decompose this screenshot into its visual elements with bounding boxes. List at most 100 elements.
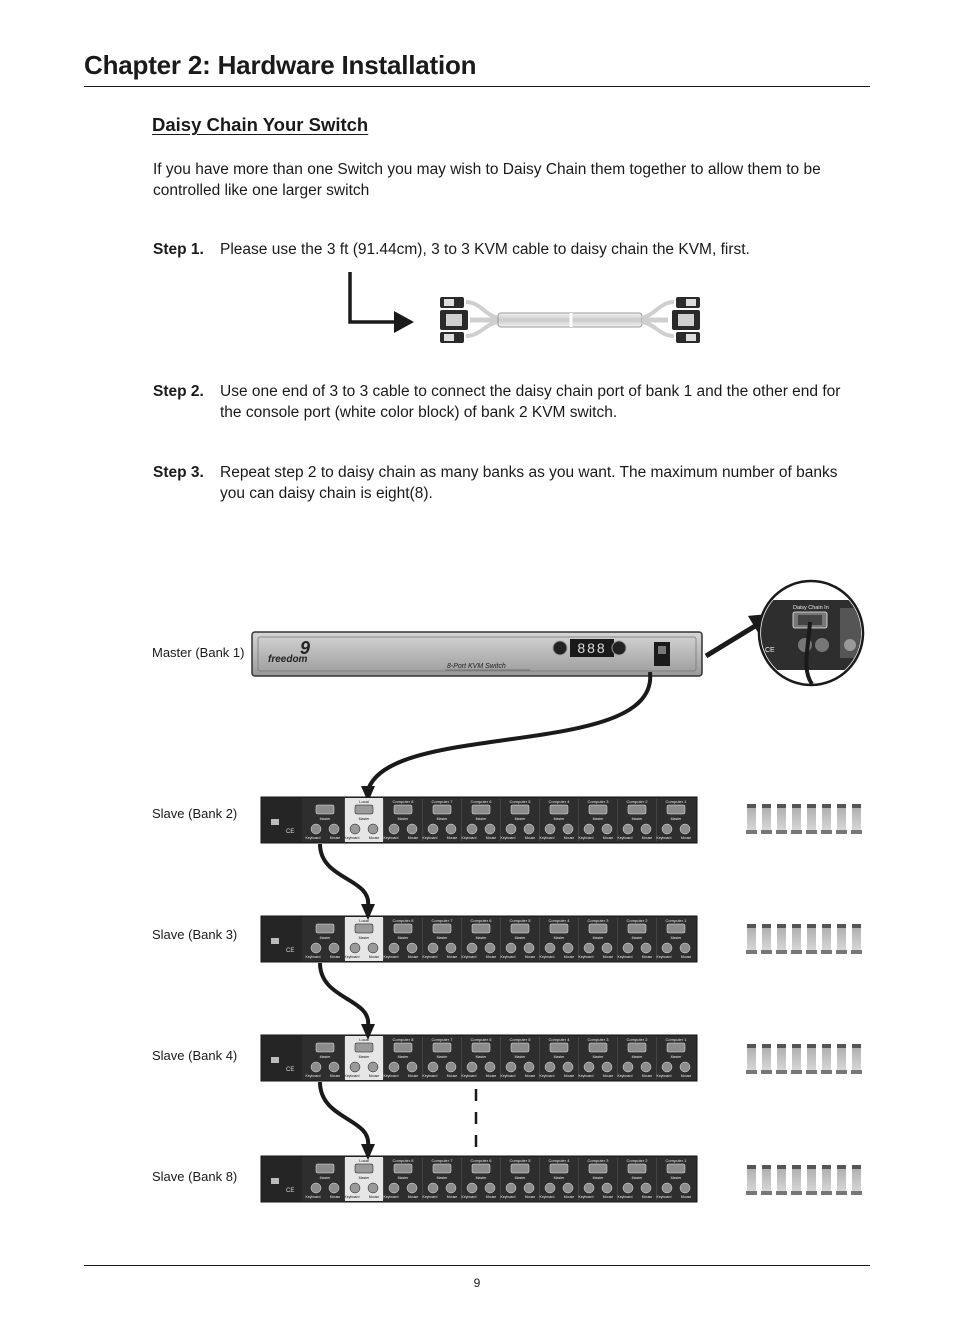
keyboard-port-label: Keyboard xyxy=(423,955,438,959)
ps2-port-icon xyxy=(484,1061,496,1073)
vga-port-icon xyxy=(315,804,335,815)
ps2-port-icon xyxy=(466,1061,478,1073)
mouse-port-label: Mouse xyxy=(408,955,419,959)
master-port-label: Master xyxy=(437,817,449,821)
vga-port-icon xyxy=(627,804,647,815)
port-group-label: Computer 2 xyxy=(627,799,649,804)
ps2-port-icon xyxy=(310,1061,322,1073)
mouse-port-label: Mouse xyxy=(603,1195,614,1199)
ps2-port-icon xyxy=(427,1061,439,1073)
master-port-label: Master xyxy=(437,1055,449,1059)
rack-foot-icon xyxy=(747,804,756,834)
power-jack-icon xyxy=(271,1057,279,1063)
mouse-port-label: Mouse xyxy=(408,1074,419,1078)
vga-port-icon xyxy=(354,804,374,815)
vga-port-icon xyxy=(432,1042,452,1053)
vga-port-icon xyxy=(627,923,647,934)
master-port-label: Master xyxy=(671,817,683,821)
vga-port-icon xyxy=(588,1042,608,1053)
step-1-pointer-arrow xyxy=(348,272,414,333)
port-group-label: Computer 7 xyxy=(432,1037,454,1042)
port-group-label: Computer 8 xyxy=(393,1037,415,1042)
keyboard-port-label: Keyboard xyxy=(657,1195,672,1199)
port-group-label: Computer 3 xyxy=(588,799,610,804)
vga-port-icon xyxy=(588,923,608,934)
mouse-port-label: Mouse xyxy=(603,955,614,959)
select-button-icon xyxy=(611,640,627,656)
rack-foot-icon xyxy=(792,804,801,834)
port-group-label: Computer 6 xyxy=(471,918,493,923)
keyboard-port-label: Keyboard xyxy=(618,1074,633,1078)
port-group-label: Computer 2 xyxy=(627,1037,649,1042)
keyboard-port-label: Keyboard xyxy=(579,1195,594,1199)
rack-foot-icon xyxy=(777,1044,786,1074)
mouse-port-label: Mouse xyxy=(564,1195,575,1199)
ps2-port-icon xyxy=(562,823,574,835)
ps2-port-icon xyxy=(583,1061,595,1073)
master-port-label: Master xyxy=(398,1176,410,1180)
ps2-port-icon xyxy=(622,1061,634,1073)
mouse-port-label: Mouse xyxy=(447,955,458,959)
master-port-label: Master xyxy=(320,1176,332,1180)
rack-foot-icon xyxy=(837,1044,846,1074)
rack-foot-icon xyxy=(807,924,816,954)
rack-foot-icon xyxy=(747,1165,756,1195)
mouse-port-label: Mouse xyxy=(603,836,614,840)
master-port-label: Master xyxy=(359,936,371,940)
rack-foot-icon xyxy=(822,804,831,834)
rack-foot-icon xyxy=(852,924,861,954)
ps2-port-icon xyxy=(406,823,418,835)
mouse-port-label: Mouse xyxy=(447,1074,458,1078)
rack-foot-icon xyxy=(837,1165,846,1195)
rack-foot-icon xyxy=(762,924,771,954)
port-group-label: Computer 1 xyxy=(666,799,688,804)
port-group-label: Computer 1 xyxy=(666,1037,688,1042)
bank-label-slave-4: Slave (Bank 4) xyxy=(152,1048,238,1063)
rack-feet xyxy=(746,804,862,1195)
ce-mark-zoom: CE xyxy=(765,647,775,654)
keyboard-port-label: Keyboard xyxy=(306,1195,321,1199)
keyboard-port-label: Keyboard xyxy=(618,836,633,840)
port-group-label: Computer 4 xyxy=(549,799,571,804)
port-group-label: Computer 2 xyxy=(627,1158,649,1163)
brand-logo: freedom xyxy=(268,654,308,665)
keyboard-port-label: Keyboard xyxy=(462,836,477,840)
port-group-label: Local xyxy=(359,799,369,804)
master-port-label: Master xyxy=(476,1176,488,1180)
mouse-port-label: Mouse xyxy=(369,836,380,840)
rack-foot-icon xyxy=(837,924,846,954)
keyboard-port-label: Keyboard xyxy=(501,1195,516,1199)
rack-foot-icon xyxy=(852,1044,861,1074)
step-2-label: Step 2. xyxy=(153,383,204,400)
vga-port-icon xyxy=(510,1042,530,1053)
keyboard-port-label: Keyboard xyxy=(501,836,516,840)
ps2-port-icon xyxy=(523,1061,535,1073)
port-group-label: Computer 5 xyxy=(510,918,532,923)
vga-port-icon xyxy=(315,923,335,934)
mouse-port-label: Mouse xyxy=(525,836,536,840)
ps2-port-icon xyxy=(484,1182,496,1194)
vga-port-icon xyxy=(549,1163,569,1174)
ps2-port-icon xyxy=(562,1182,574,1194)
ps2-port-icon xyxy=(544,1061,556,1073)
top-rule xyxy=(84,86,870,87)
master-port-label: Master xyxy=(632,936,644,940)
rack-feet-group xyxy=(746,924,862,954)
ps2-port-icon xyxy=(544,823,556,835)
mouse-port-label: Mouse xyxy=(525,955,536,959)
ps2-port-icon xyxy=(523,942,535,954)
keyboard-port-label: Keyboard xyxy=(540,1195,555,1199)
step-1-label: Step 1. xyxy=(153,241,204,258)
ps2-port-icon xyxy=(583,1182,595,1194)
rack-foot-icon xyxy=(747,924,756,954)
ps2-port-icon xyxy=(523,823,535,835)
keyboard-port-label: Keyboard xyxy=(306,955,321,959)
ps2-port-icon xyxy=(367,1061,379,1073)
mouse-port-label: Mouse xyxy=(408,836,419,840)
port-group-label: Computer 5 xyxy=(510,1037,532,1042)
mouse-port-label: Mouse xyxy=(564,955,575,959)
port-group-label: Computer 4 xyxy=(549,918,571,923)
